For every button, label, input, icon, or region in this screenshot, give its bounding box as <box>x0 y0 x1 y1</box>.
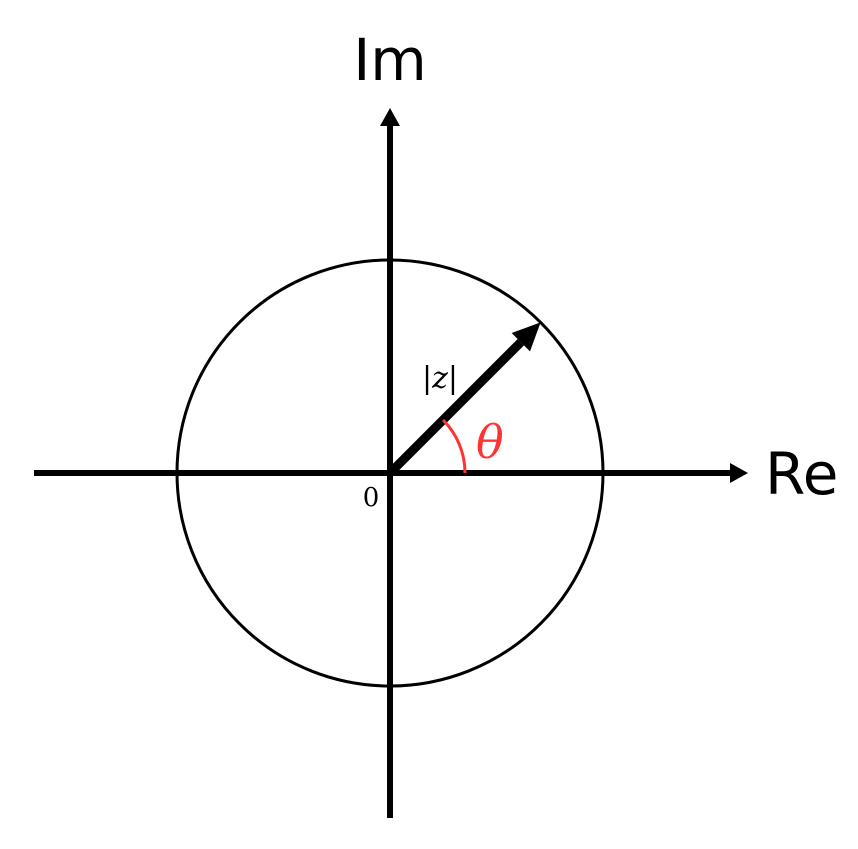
imaginary-axis-arrowhead <box>380 108 400 126</box>
imaginary-axis-label: Im <box>353 26 427 94</box>
angle-label: θ <box>476 415 504 469</box>
origin-label: 0 <box>363 483 380 513</box>
real-axis-label: Re <box>765 440 838 508</box>
vector-z <box>386 339 524 477</box>
vector-z-arrowhead <box>511 322 541 352</box>
real-axis-arrowhead <box>730 463 748 483</box>
angle-arc <box>441 418 467 474</box>
modulus-label: |z| <box>422 361 458 396</box>
